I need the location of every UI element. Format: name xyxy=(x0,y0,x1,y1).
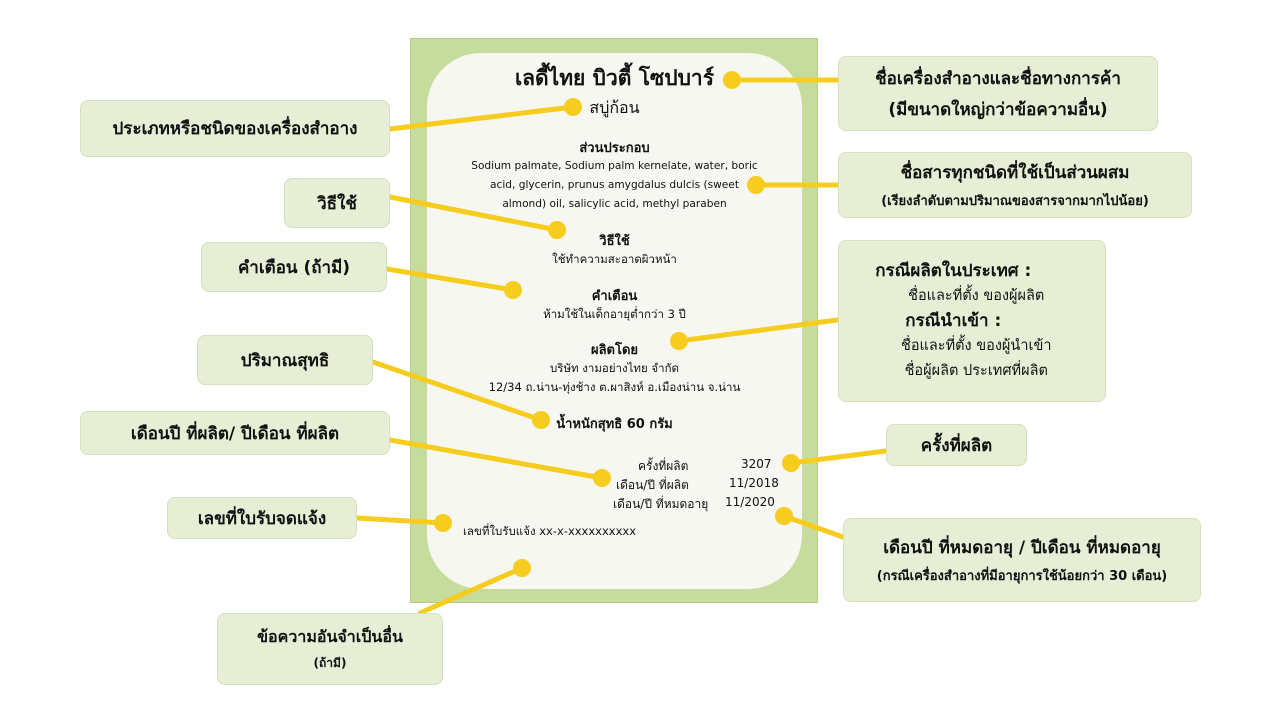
label-lot-label: ครั้งที่ผลิต xyxy=(638,459,689,473)
callout-ingredients: ชื่อสารทุกชนิดที่ใช้เป็นส่วนผสม (เรียงลำ… xyxy=(838,152,1192,218)
callout-expiry-date-sub: (กรณีเครื่องสำอางที่มีอายุการใช้น้อยกว่า… xyxy=(876,569,1168,584)
label-ingredients-line-2: acid, glycerin, prunus amygdalus dulcis … xyxy=(490,179,739,191)
callout-manufacture-date: เดือนปี ที่ผลิต/ ปีเดือน ที่ผลิต xyxy=(80,411,390,455)
label-ingredients-line-3: almond) oil, salicylic acid, methyl para… xyxy=(502,198,727,210)
label-exp-label: เดือน/ปี ที่หมดอายุ xyxy=(613,497,709,511)
callout-usage: วิธีใช้ xyxy=(284,178,390,228)
callout-manufacturer-importer-body: กรณีผลิตในประเทศ : ชื่อและที่ตั้ง ของผู้… xyxy=(855,259,1052,384)
callout-import-text-1: ชื่อและที่ตั้ง ของผู้นำเข้า xyxy=(901,337,1052,354)
callout-import-text-2: ชื่อผู้ผลิต ประเทศที่ผลิต xyxy=(904,362,1048,379)
callout-domestic-heading: กรณีผลิตในประเทศ : xyxy=(875,260,1032,281)
label-brand-name: เลดี้ไทย บิวตี้ โซปบาร์ xyxy=(514,66,715,90)
callout-lot-number-text: ครั้งที่ผลิต xyxy=(920,435,993,456)
callout-registration: เลขที่ใบรับจดแจ้ง xyxy=(167,497,357,539)
label-product-type: สบู่ก้อน xyxy=(589,98,640,117)
callout-expiry-date-title: เดือนปี ที่หมดอายุ / ปีเดือน ที่หมดอายุ xyxy=(883,538,1161,558)
callout-manufacturer-importer: กรณีผลิตในประเทศ : ชื่อและที่ตั้ง ของผู้… xyxy=(838,240,1106,402)
label-mfg-value: 11/2018 xyxy=(729,476,779,490)
callout-brand-name-sub: (มีขนาดใหญ่กว่าข้อความอื่น) xyxy=(888,99,1108,120)
callout-expiry-date: เดือนปี ที่หมดอายุ / ปีเดือน ที่หมดอายุ … xyxy=(843,518,1201,602)
callout-net-quantity-text: ปริมาณสุทธิ xyxy=(240,350,330,371)
label-warning-text: ห้ามใช้ในเด็กอายุต่ำกว่า 3 ปี xyxy=(543,307,686,321)
label-warning-heading: คำเตือน xyxy=(591,289,638,304)
label-ingredients-line-1: Sodium palmate, Sodium palm kernelate, w… xyxy=(471,160,758,172)
callout-ingredients-sub: (เรียงลำดับตามปริมาณของสารจากมากไปน้อย) xyxy=(881,194,1149,209)
callout-brand-name-title: ชื่อเครื่องสำอางและชื่อทางการค้า xyxy=(875,68,1121,89)
label-usage-heading: วิธีใช้ xyxy=(599,234,630,249)
label-exp-value: 11/2020 xyxy=(725,495,775,509)
label-manufacturer-name: บริษัท งามอย่างไทย จำกัด xyxy=(549,361,680,375)
label-ingredients-heading: ส่วนประกอบ xyxy=(579,141,650,156)
label-manufacturer-heading: ผลิตโดย xyxy=(590,343,639,358)
label-manufacturer-address: 12/34 ถ.น่าน-ทุ่งช้าง ต.ผาสิงห์ อ.เมืองน… xyxy=(488,380,741,394)
label-net-weight: น้ำหนักสุทธิ 60 กรัม xyxy=(556,417,673,432)
callout-usage-text: วิธีใช้ xyxy=(317,193,357,214)
callout-lot-number: ครั้งที่ผลิต xyxy=(886,424,1027,466)
callout-import-heading: กรณีนำเข้า : xyxy=(905,310,1002,331)
label-mfg-label: เดือน/ปี ที่ผลิต xyxy=(616,478,689,492)
callout-net-quantity: ปริมาณสุทธิ xyxy=(197,335,373,385)
callout-manufacture-date-text: เดือนปี ที่ผลิต/ ปีเดือน ที่ผลิต xyxy=(130,423,340,444)
callout-registration-text: เลขที่ใบรับจดแจ้ง xyxy=(197,508,327,529)
callout-other-info-title: ข้อความอันจำเป็นอื่น xyxy=(257,627,403,646)
callout-product-type: ประเภทหรือชนิดของเครื่องสำอาง xyxy=(80,100,390,157)
callout-brand-name: ชื่อเครื่องสำอางและชื่อทางการค้า (มีขนาด… xyxy=(838,56,1158,131)
label-registration-number: เลขที่ใบรับแจ้ง xx-x-xxxxxxxxxx xyxy=(463,524,637,538)
callout-other-info: ข้อความอันจำเป็นอื่น (ถ้ามี) xyxy=(217,613,443,685)
callout-warning: คำเตือน (ถ้ามี) xyxy=(201,242,387,292)
label-lot-value: 3207 xyxy=(741,457,772,471)
callout-domestic-text: ชื่อและที่ตั้ง ของผู้ผลิต xyxy=(908,287,1045,304)
label-usage-text: ใช้ทำความสะอาดผิวหน้า xyxy=(552,252,677,266)
callout-ingredients-title: ชื่อสารทุกชนิดที่ใช้เป็นส่วนผสม xyxy=(900,163,1130,183)
callout-other-info-sub: (ถ้ามี) xyxy=(313,656,347,670)
callout-warning-text: คำเตือน (ถ้ามี) xyxy=(237,257,351,278)
callout-product-type-text: ประเภทหรือชนิดของเครื่องสำอาง xyxy=(112,119,358,139)
